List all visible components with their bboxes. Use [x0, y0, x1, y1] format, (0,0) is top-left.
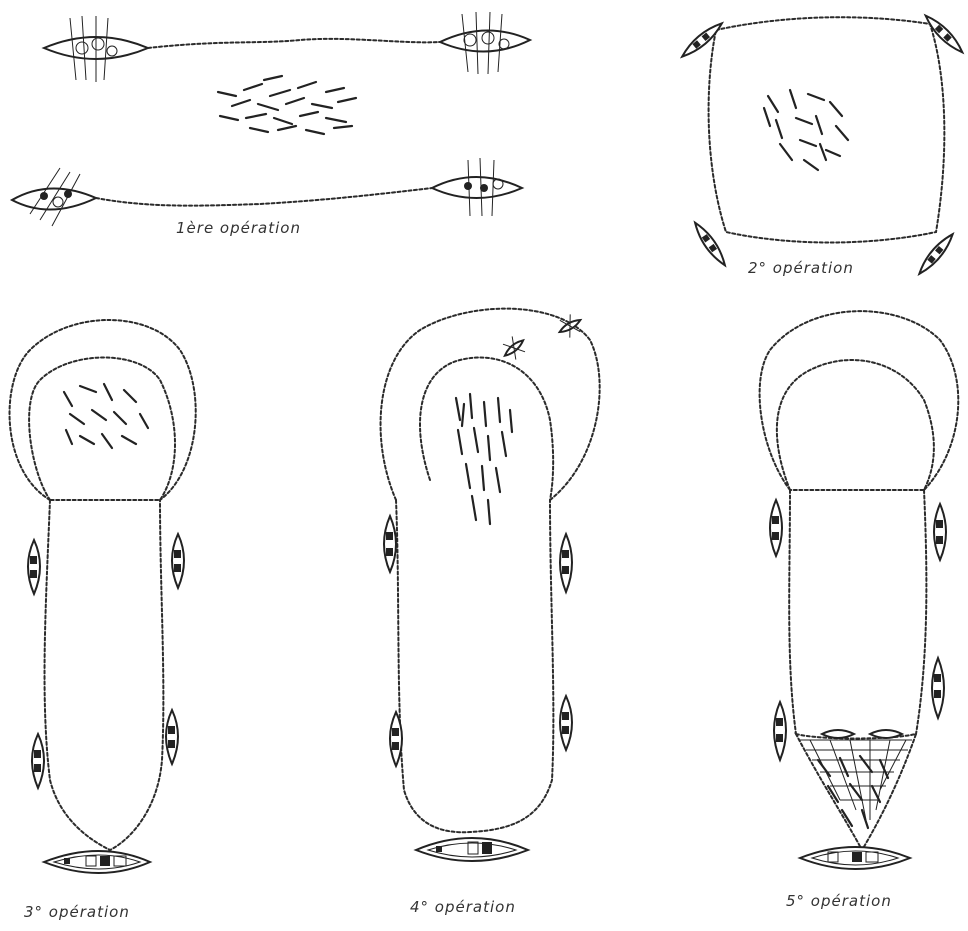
op4-small-boat-1: [498, 333, 529, 364]
op5-net-inner: [777, 360, 934, 490]
op3-panel: [10, 320, 196, 873]
op5-boat-left-lower: [774, 702, 786, 760]
op5-boat-right-lower: [932, 658, 944, 718]
op5-boat-left-upper: [770, 500, 782, 556]
op3-boat-left-upper: [28, 540, 40, 594]
op4-net-long: [396, 500, 553, 832]
op1-net-top: [148, 39, 440, 48]
op5-main-boat: [800, 847, 910, 869]
op3-boat-left-lower: [32, 734, 44, 788]
op5-boat-right-upper: [934, 504, 946, 560]
op3-boat-right-lower: [166, 710, 178, 764]
op1-boat-bottom-right: [432, 158, 522, 216]
op1-boat-top-right: [440, 12, 530, 74]
op1-net-bottom: [96, 188, 432, 206]
op2-boat-bottom-right: [915, 231, 956, 277]
op2-fish-school: [764, 90, 848, 170]
op2-net-square: [709, 17, 945, 242]
caption-operation-1: 1ère opération: [176, 219, 301, 237]
op4-fish-school: [456, 394, 512, 524]
op2-boat-top-right: [922, 12, 966, 56]
op3-net-long: [45, 500, 164, 850]
op4-boat-left-upper: [384, 516, 396, 572]
op5-pocket-boat-right: [870, 730, 902, 738]
op5-net-outer: [760, 311, 959, 490]
op4-small-boat-2: [555, 311, 586, 340]
op4-net-inner: [420, 358, 553, 501]
op3-main-boat: [44, 851, 150, 873]
op1-boat-top-left: [44, 16, 148, 82]
op4-main-boat: [416, 838, 528, 861]
caption-operation-3: 3° opération: [24, 903, 130, 921]
op5-net-long: [789, 490, 926, 734]
op2-boat-top-left: [679, 19, 725, 60]
caption-operation-5: 5° opération: [786, 892, 892, 910]
op5-pocket-mesh: [800, 740, 912, 820]
op3-boat-right-upper: [172, 534, 184, 588]
op5-panel: [760, 311, 959, 869]
op2-boat-bottom-left: [691, 220, 729, 268]
op4-panel: [381, 309, 600, 861]
op4-boat-right-upper: [560, 534, 572, 592]
caption-operation-2: 2° opération: [748, 259, 854, 277]
op1-boat-bottom-left: [12, 168, 96, 226]
op4-boat-right-lower: [560, 696, 572, 750]
op3-net-inner: [29, 358, 175, 501]
op5-pocket-boat-left: [822, 730, 854, 738]
op2-panel: [679, 12, 966, 277]
op1-fish-school: [218, 76, 356, 134]
caption-operation-4: 4° opération: [410, 898, 516, 916]
op3-fish-school: [64, 384, 148, 448]
op4-net-outer: [381, 309, 600, 500]
op1-panel: [12, 12, 530, 226]
